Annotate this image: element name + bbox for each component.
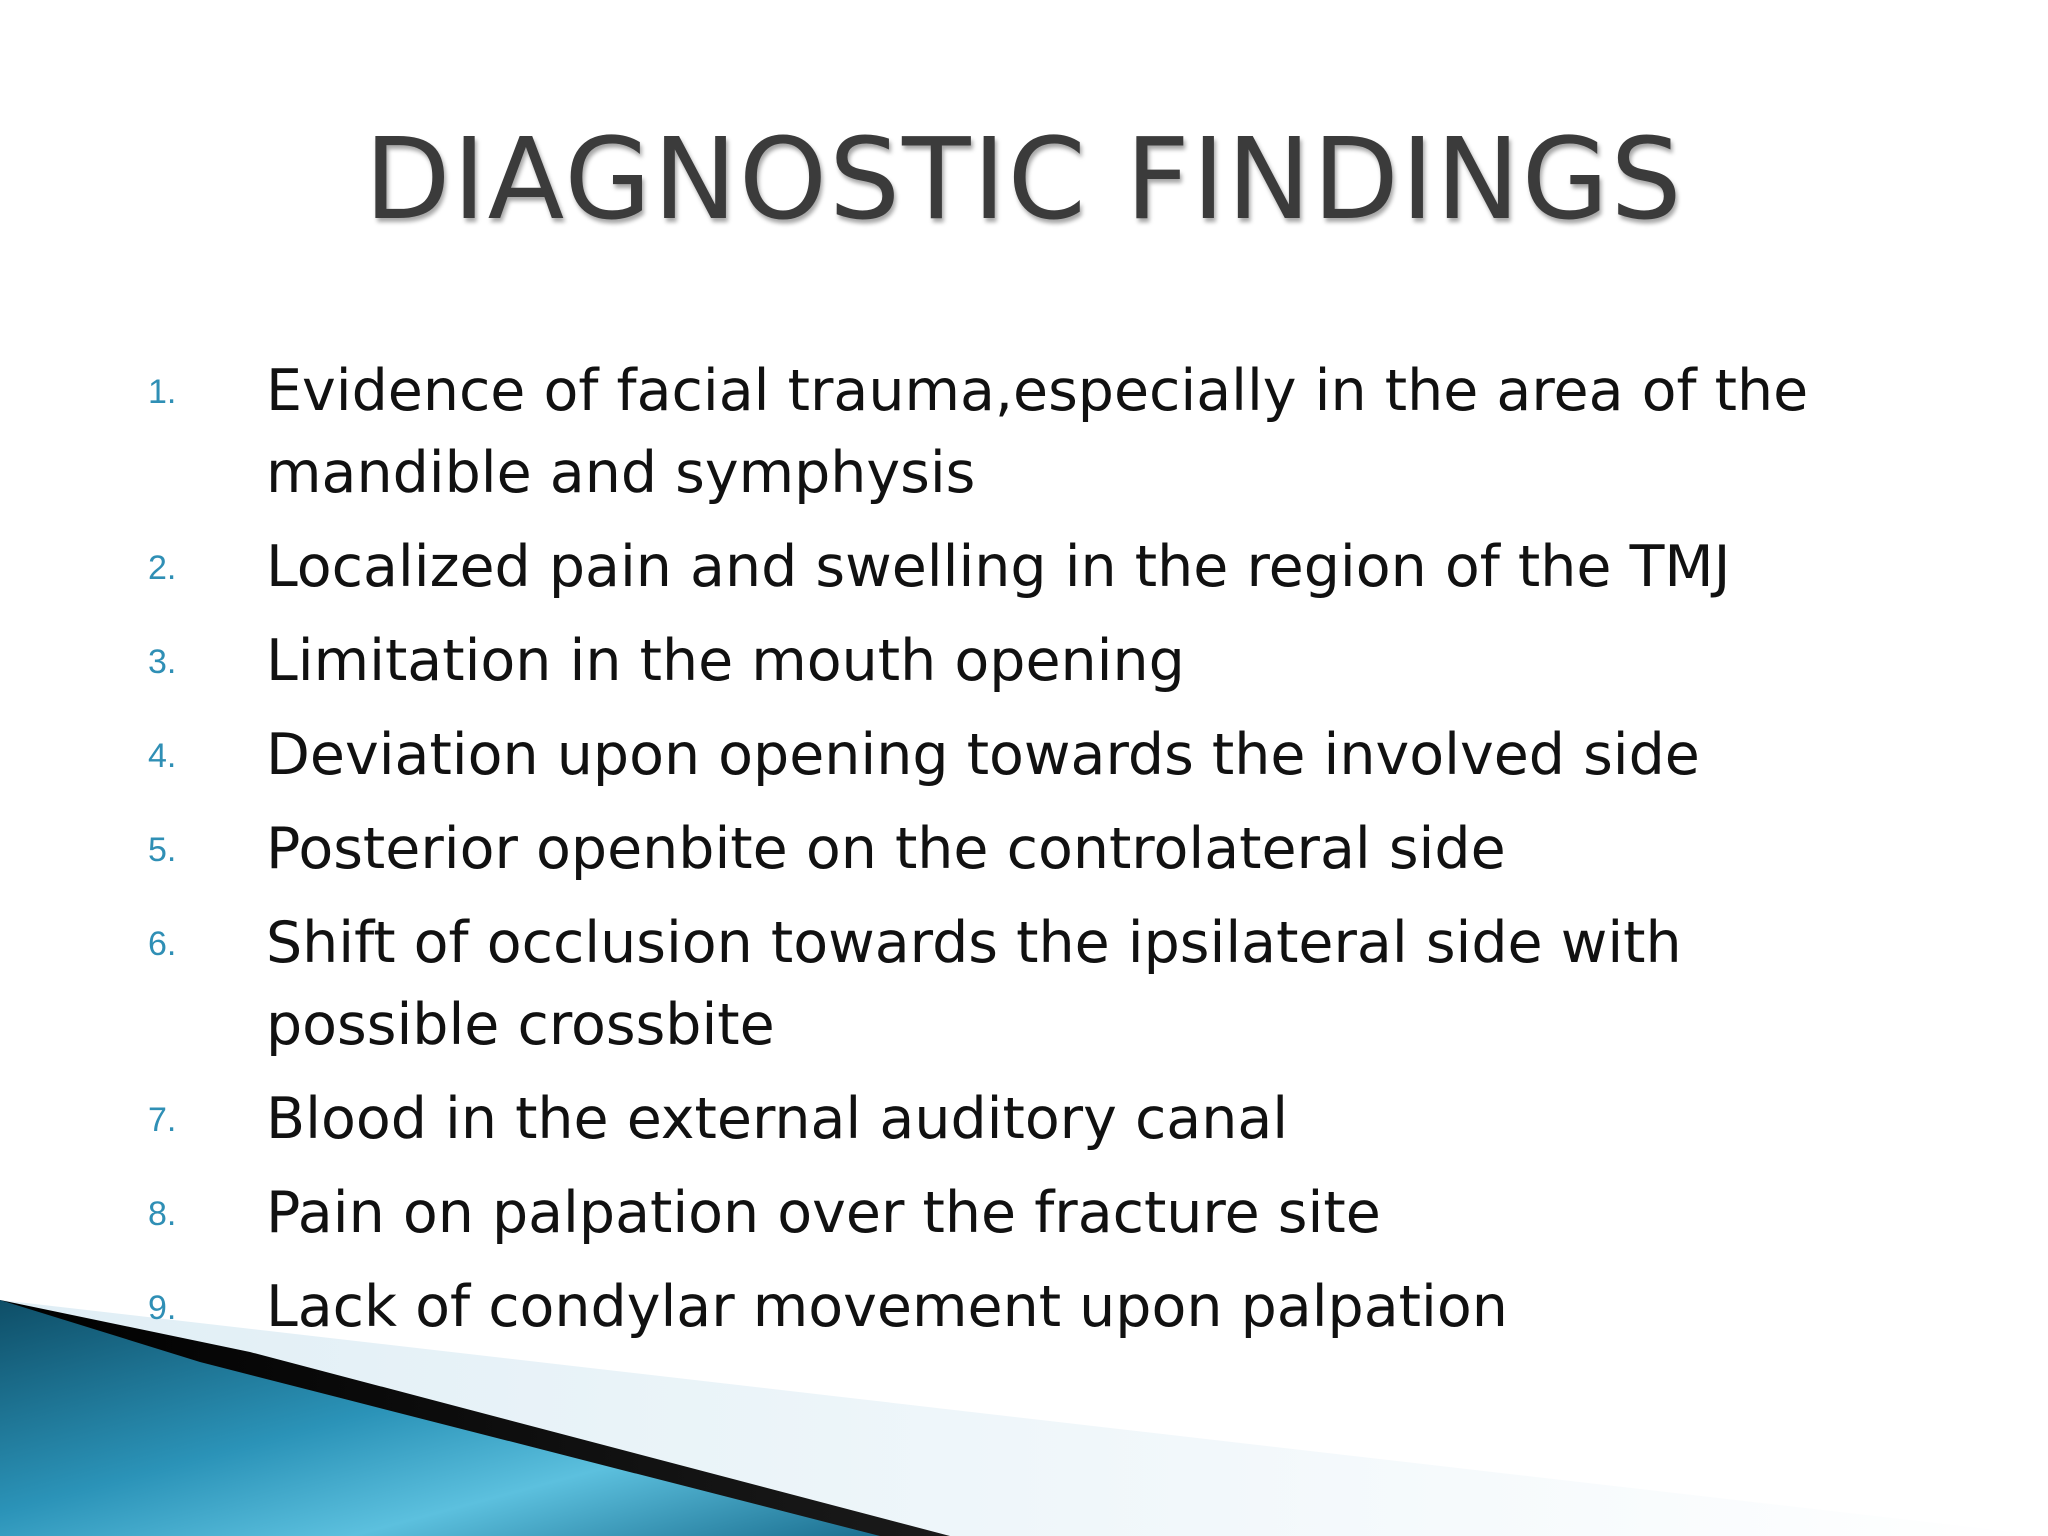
list-item: 3. Limitation in the mouth opening — [0, 620, 2048, 702]
list-item: 2. Localized pain and swelling in the re… — [0, 526, 2048, 608]
list-number: 1. — [148, 373, 177, 411]
list-item: 4. Deviation upon opening towards the in… — [0, 714, 2048, 796]
list-number: 3. — [148, 643, 177, 681]
list-item-text: Shift of occlusion towards the ipsilater… — [266, 910, 1682, 1058]
list-number: 9. — [148, 1289, 177, 1327]
list-item-text: Limitation in the mouth opening — [266, 628, 1185, 694]
list-number: 8. — [148, 1195, 177, 1233]
list-number: 4. — [148, 737, 177, 775]
list-item-text: Lack of condylar movement upon palpation — [266, 1274, 1508, 1340]
list-item-text: Pain on palpation over the fracture site — [266, 1180, 1381, 1246]
list-item: 6. Shift of occlusion towards the ipsila… — [0, 902, 2048, 1066]
list-number: 7. — [148, 1101, 177, 1139]
list-number: 2. — [148, 549, 177, 587]
list-item-text: Posterior openbite on the controlateral … — [266, 816, 1506, 882]
list-item: 7. Blood in the external auditory canal — [0, 1078, 2048, 1160]
list-number: 5. — [148, 831, 177, 869]
list-item-text: Evidence of facial trauma,especially in … — [266, 358, 1809, 506]
findings-list: 1. Evidence of facial trauma,especially … — [0, 350, 2048, 1360]
list-item: 5. Posterior openbite on the controlater… — [0, 808, 2048, 890]
page-title: DIAGNOSTIC FINDINGS — [364, 115, 1684, 245]
list-number: 6. — [148, 925, 177, 963]
list-item-text: Deviation upon opening towards the invol… — [266, 722, 1700, 788]
list-item: 8. Pain on palpation over the fracture s… — [0, 1172, 2048, 1254]
list-item-text: Localized pain and swelling in the regio… — [266, 534, 1731, 600]
list-item: 1. Evidence of facial trauma,especially … — [0, 350, 2048, 514]
list-item: 9. Lack of condylar movement upon palpat… — [0, 1266, 2048, 1348]
list-item-text: Blood in the external auditory canal — [266, 1086, 1289, 1152]
